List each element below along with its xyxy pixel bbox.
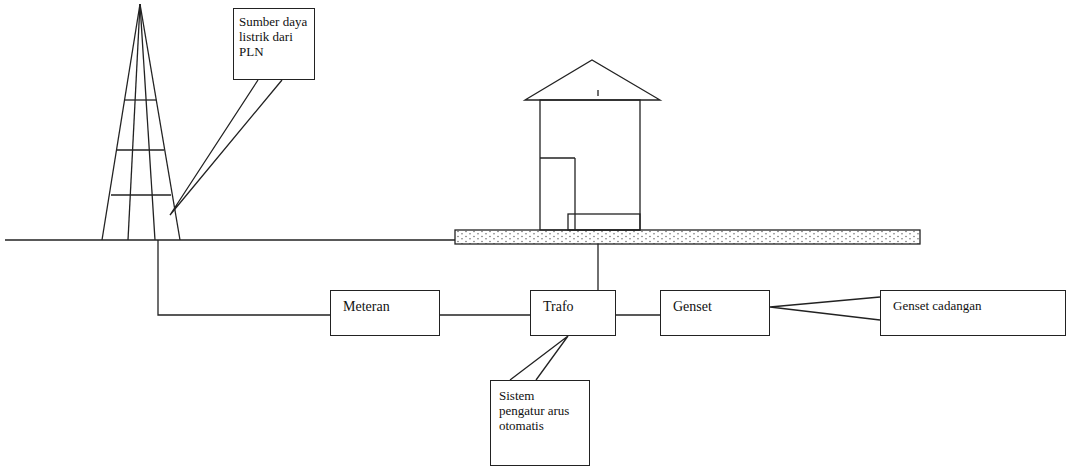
foundation: [455, 230, 920, 244]
callout-tail: [170, 80, 282, 215]
box-label: Sistem pengatur arus otomatis: [499, 389, 581, 434]
callout-box: Genset cadangan: [880, 290, 1066, 336]
callout-box: Sistem pengatur arus otomatis: [490, 380, 590, 466]
process-box: Genset: [660, 290, 770, 336]
callout-box: Sumber daya listrik dari PLN: [233, 8, 315, 80]
house-wire: [597, 244, 598, 290]
box-label: Sumber daya listrik dari PLN: [239, 15, 309, 60]
ground-line: [5, 239, 455, 240]
process-box: Trafo: [530, 290, 616, 336]
supply-wire: [158, 240, 330, 315]
box-label: Trafo: [543, 299, 603, 315]
connector: [616, 314, 660, 315]
house: [525, 60, 660, 230]
box-label: Genset cadangan: [893, 299, 1053, 314]
process-box: Meteran: [330, 290, 440, 336]
box-label: Meteran: [343, 299, 427, 315]
connector: [440, 314, 530, 315]
connector: [510, 336, 568, 380]
connector: [770, 297, 880, 320]
power-tower: [102, 4, 180, 240]
box-label: Genset: [673, 299, 757, 315]
